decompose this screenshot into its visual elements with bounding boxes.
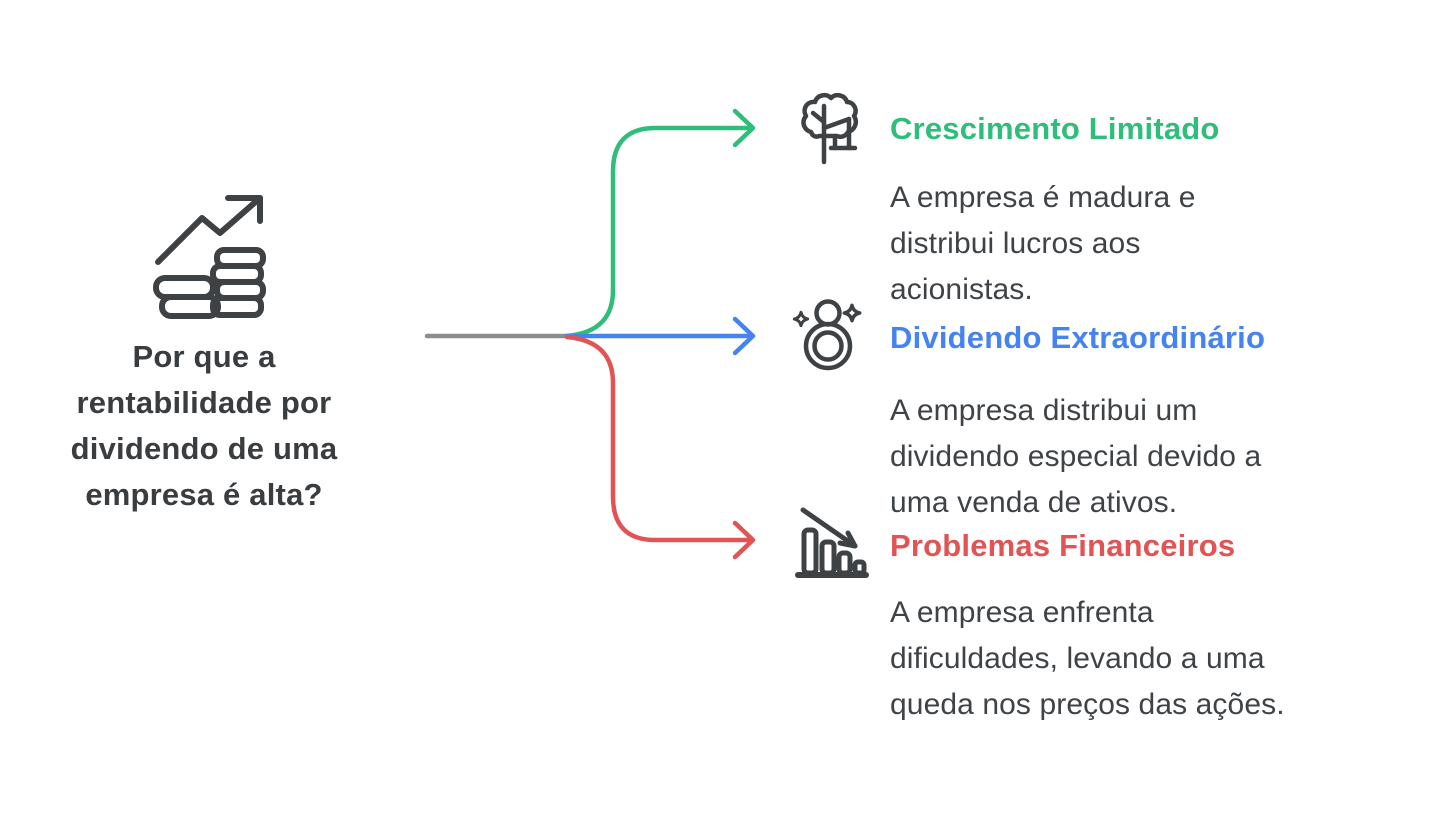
- branch-title: Crescimento Limitado: [890, 111, 1220, 146]
- branch-title: Dividendo Extraordinário: [890, 320, 1266, 355]
- tree-icon: [801, 92, 858, 165]
- decline-arrow: [800, 507, 858, 549]
- chart-bar: [819, 539, 837, 576]
- ring-band-outer: [803, 321, 853, 371]
- tree-canopy: [801, 92, 858, 140]
- decline-arrow-head: [837, 530, 858, 549]
- arrow-head: [225, 195, 263, 224]
- ring-icon: [789, 299, 863, 371]
- tree-branch-left: [810, 110, 827, 125]
- branch-description: A empresa é madura e distribui lucros ao…: [890, 181, 1196, 306]
- branch-line-dividendo: [564, 316, 756, 356]
- tree-branch-right: [821, 116, 852, 131]
- growth-chart-coins-icon: [153, 195, 266, 319]
- chart-bar: [836, 550, 853, 576]
- branch-description: A empresa enfrenta dificuldades, levando…: [890, 596, 1285, 721]
- branch-description: A empresa distribui um dividendo especia…: [890, 394, 1262, 519]
- branch-icon-wrap: [797, 92, 859, 165]
- rising-line: [155, 195, 263, 265]
- arrowhead-green: [732, 108, 756, 148]
- chart-bar: [801, 527, 819, 576]
- branch-line-problemas: [564, 334, 756, 560]
- chart-bar: [852, 559, 867, 576]
- root-question: Por que a rentabilidade por dividendo de…: [70, 339, 338, 512]
- coin: [159, 294, 221, 319]
- branch-title: Problemas Financeiros: [890, 528, 1236, 563]
- arrowhead-red: [732, 520, 756, 560]
- arrowhead-blue: [732, 316, 756, 356]
- branch-icon-wrap: [789, 299, 863, 372]
- ring-gem: [814, 299, 842, 327]
- sparkle-icon: [844, 305, 859, 320]
- ring-band-inner: [812, 330, 844, 362]
- coin: [210, 295, 264, 318]
- sparkle-icon: [794, 312, 807, 325]
- bar-chart-decline-icon: [795, 507, 869, 578]
- root-node-icon-wrap: [153, 186, 267, 319]
- branch-icon-wrap: [794, 502, 870, 580]
- branch-line-crescimento: [564, 108, 756, 339]
